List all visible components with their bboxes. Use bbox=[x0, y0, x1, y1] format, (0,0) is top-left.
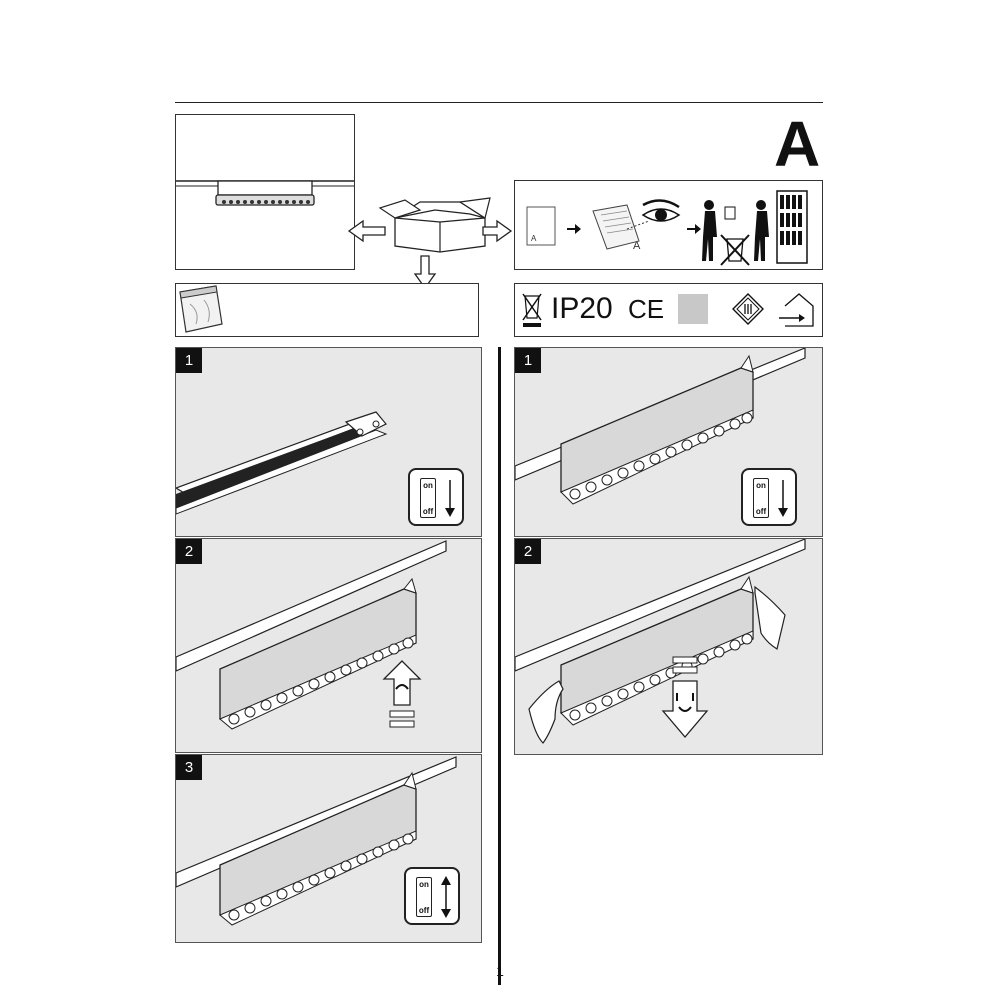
switch-on-label: on bbox=[423, 481, 433, 490]
certification-box: IP20 CE bbox=[514, 283, 823, 337]
switch-on-label: on bbox=[756, 481, 766, 490]
track-end-illustration bbox=[176, 411, 388, 515]
fixture-attach-illustration bbox=[176, 540, 447, 730]
arrow-down-icon bbox=[778, 480, 788, 517]
instructions-flow-box: A A bbox=[514, 180, 823, 270]
column-divider bbox=[498, 347, 501, 985]
indoor-grey-square-icon bbox=[678, 294, 708, 324]
power-switch-on-icon: on off bbox=[404, 867, 460, 925]
right-step-1-panel: 1 on off bbox=[514, 347, 823, 537]
weee-crossed-bin-icon bbox=[522, 293, 542, 327]
switch-on-label: on bbox=[419, 880, 429, 889]
header-rule bbox=[175, 102, 823, 103]
switch-off-label: off bbox=[755, 507, 767, 516]
step-number-badge: 3 bbox=[176, 755, 202, 780]
page-number: 1 bbox=[496, 963, 504, 979]
power-switch-off-icon: on off bbox=[408, 468, 464, 526]
left-step-1-panel: 1 on off bbox=[175, 347, 482, 537]
hand-icon bbox=[528, 680, 564, 744]
ce-mark-icon: CE bbox=[628, 294, 665, 324]
hand-icon bbox=[754, 585, 786, 650]
accessory-bag-box bbox=[175, 283, 479, 337]
section-letter: A bbox=[774, 108, 821, 180]
power-switch-off-icon: on off bbox=[741, 468, 797, 526]
ip-rating-label: IP20 bbox=[551, 292, 613, 325]
arrow-up-down-icon bbox=[441, 876, 451, 918]
switch-off-label: off bbox=[418, 906, 430, 915]
manual-label: A bbox=[531, 234, 537, 243]
package-box-illustration bbox=[347, 197, 513, 290]
fixture-remove-illustration bbox=[515, 539, 806, 744]
fixture-mounted-illustration bbox=[176, 756, 457, 926]
arrow-down-icon bbox=[445, 480, 455, 517]
arrow-up-icon bbox=[382, 660, 422, 706]
track-fixture-illustration bbox=[176, 180, 354, 206]
indoor-use-house-icon bbox=[779, 293, 814, 327]
arrow-left-icon bbox=[347, 219, 386, 243]
step-number-badge: 1 bbox=[176, 348, 202, 373]
left-step-2-panel: 2 bbox=[175, 538, 482, 753]
step-number-badge: 2 bbox=[176, 539, 202, 564]
step-number-badge: 2 bbox=[515, 539, 541, 564]
fixture-on-track-illustration bbox=[515, 348, 806, 505]
class-iii-diamond-icon bbox=[732, 293, 764, 325]
arrow-down-icon bbox=[661, 680, 709, 739]
arrow-down-icon bbox=[413, 255, 437, 290]
right-step-2-panel: 2 bbox=[514, 538, 823, 755]
step-number-badge: 1 bbox=[515, 348, 541, 373]
svg-text:A: A bbox=[633, 240, 641, 252]
plastic-bag-icon bbox=[179, 285, 223, 333]
arrow-right-icon bbox=[482, 219, 513, 243]
read-instructions-illustration: A A bbox=[526, 190, 808, 266]
switch-off-label: off bbox=[422, 507, 434, 516]
left-step-3-panel: 3 on off bbox=[175, 754, 482, 943]
track-fixture-preview bbox=[175, 114, 355, 270]
